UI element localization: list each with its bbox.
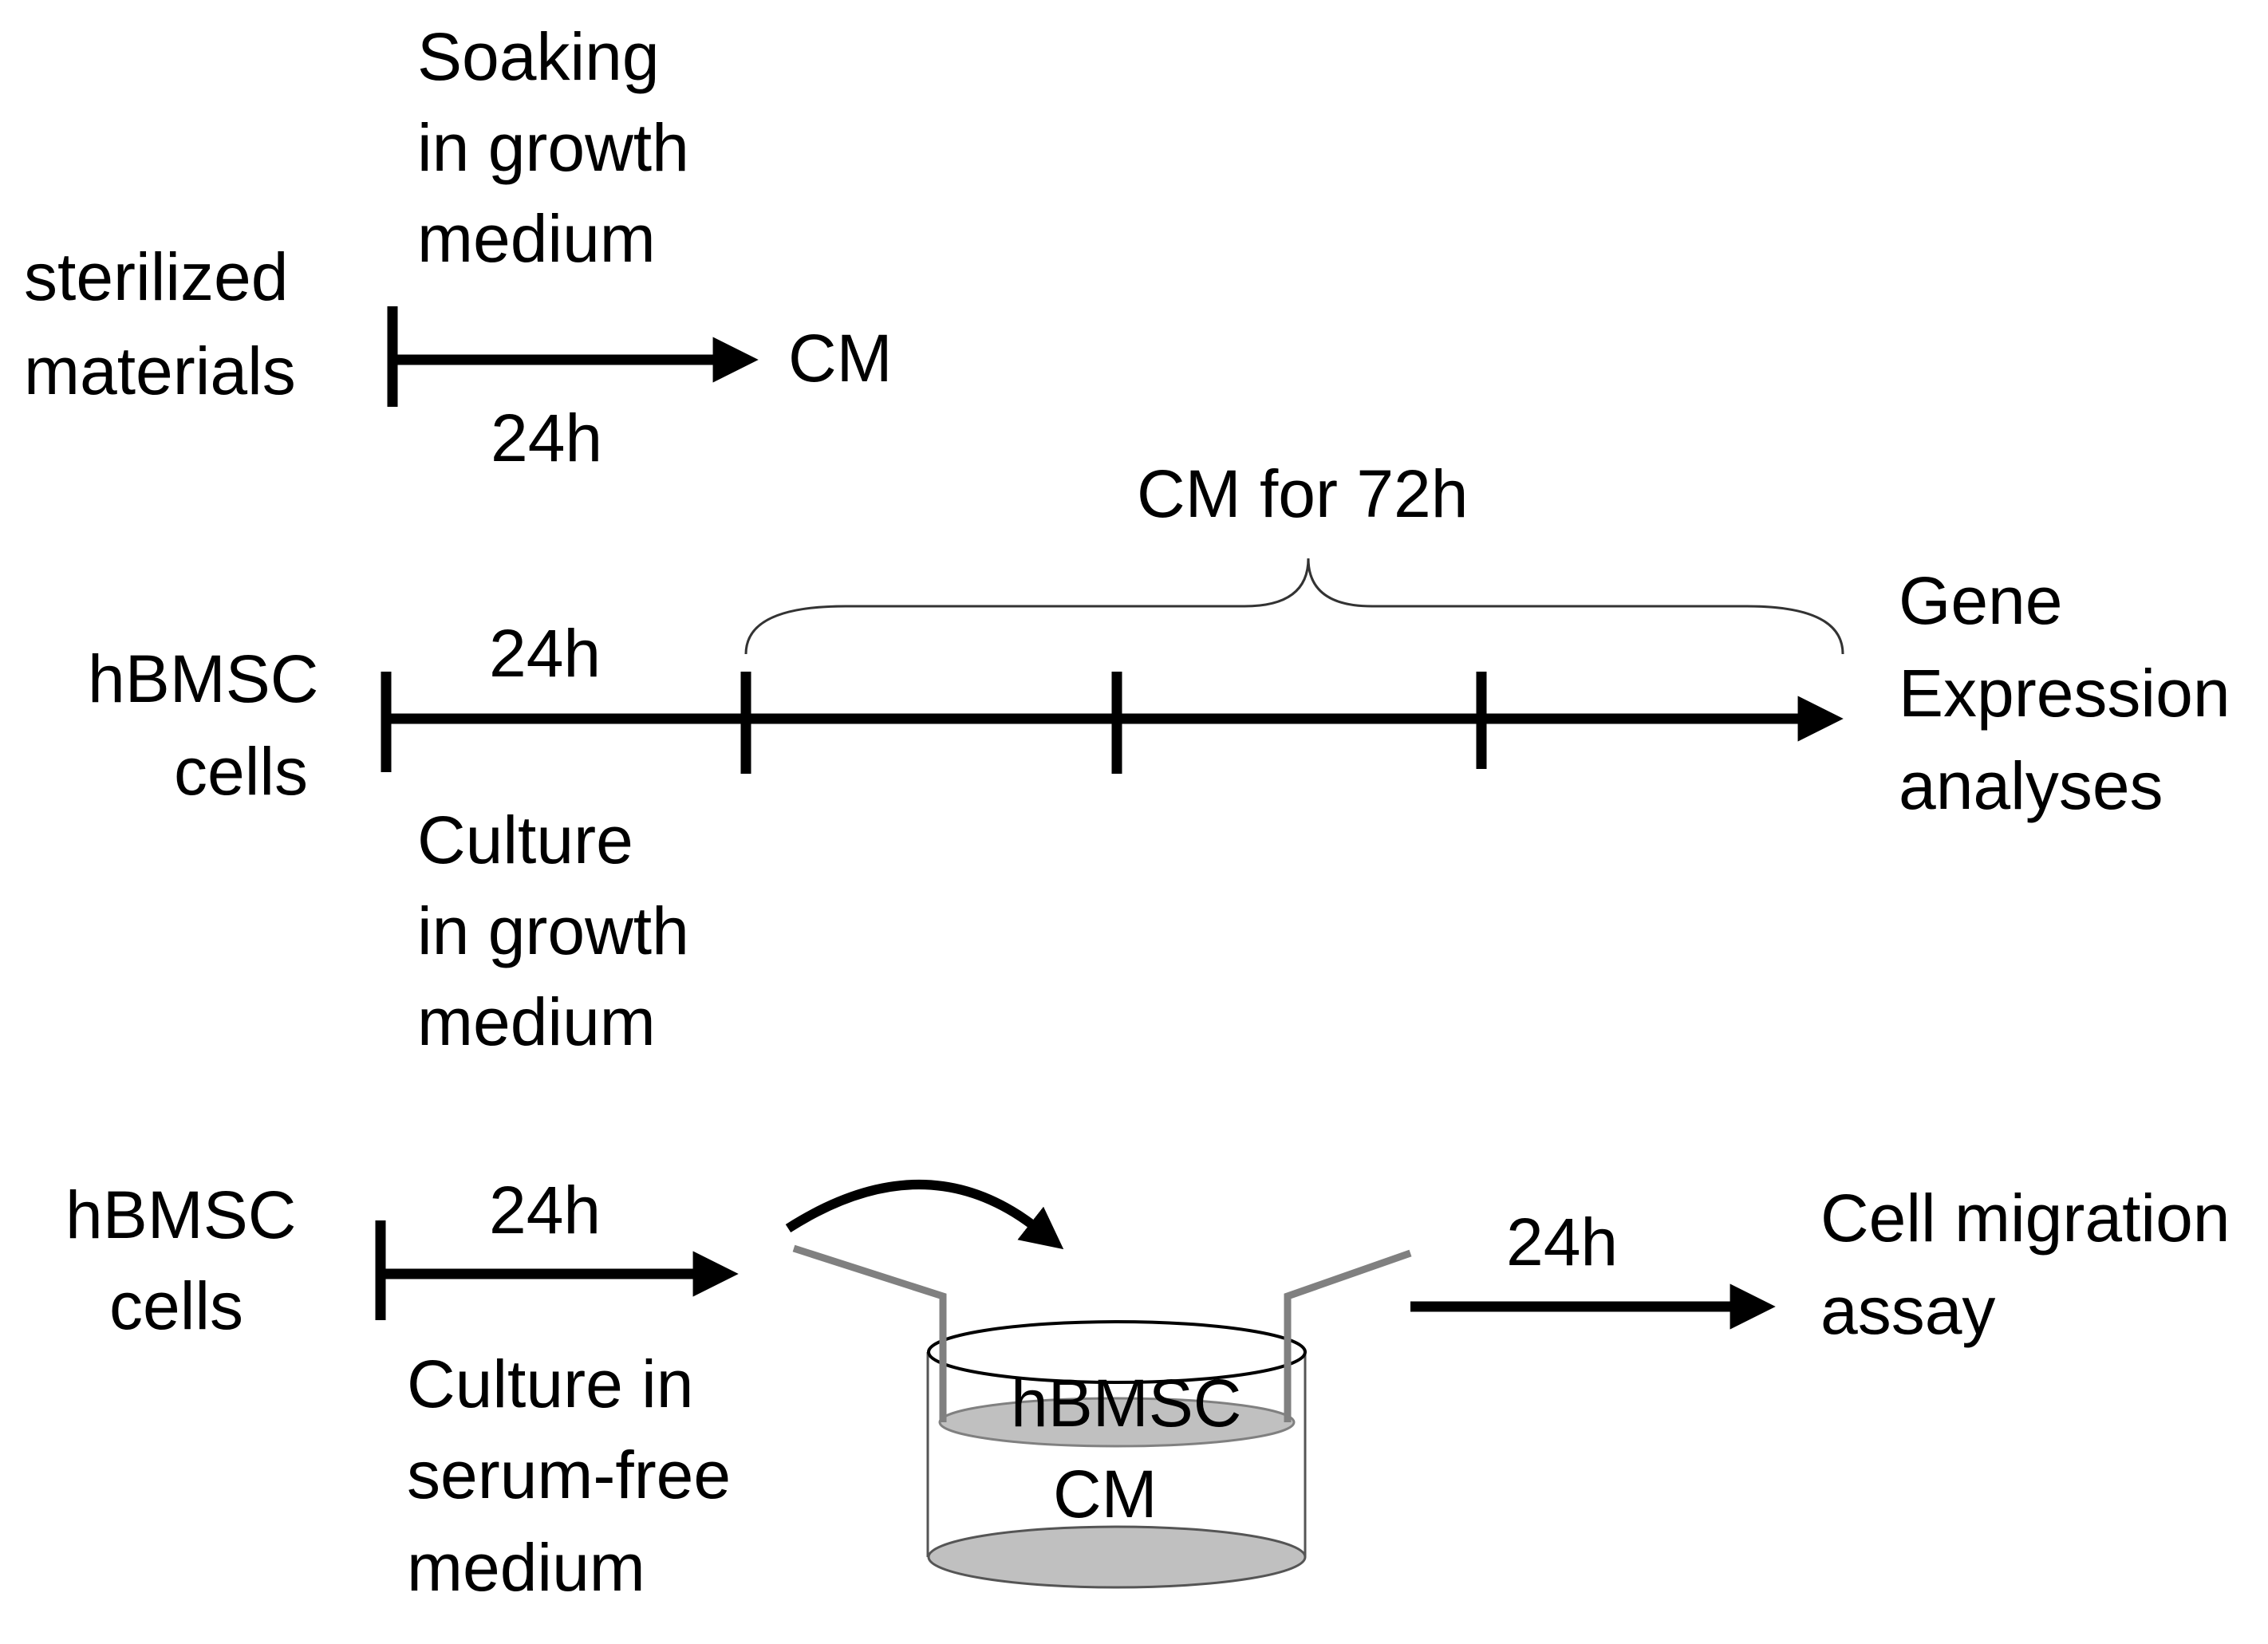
hbmsc-cells-label-line2-s3: cells — [109, 1268, 243, 1343]
section-cell-migration: hBMSC cells 24h Culture in serum-free me… — [65, 1173, 2231, 1605]
gene-expression-label-line3: analyses — [1899, 748, 2163, 823]
cm-output-label: CM — [788, 321, 893, 396]
serum-free-duration-label: 24h — [489, 1173, 601, 1248]
culture-growth-label-line3: medium — [417, 984, 656, 1059]
well-label-line2: CM — [1053, 1457, 1158, 1532]
migration-duration-label: 24h — [1506, 1204, 1618, 1279]
well-rim — [927, 1320, 1307, 1384]
hbmsc-cells-label-line1: hBMSC — [88, 641, 318, 716]
cell-migration-label-line2: assay — [1820, 1273, 1995, 1348]
gene-expression-label-line1: Gene — [1899, 563, 2063, 638]
culture-growth-label-line1: Culture — [417, 802, 633, 877]
cm-72h-brace — [744, 558, 1844, 655]
sterilized-materials-label-line2: materials — [24, 333, 296, 408]
culture-serum-free-label-line3: medium — [407, 1530, 645, 1605]
sterilized-materials-label-line1: sterilized — [24, 239, 288, 314]
culture-serum-free-label-line1: Culture in — [407, 1346, 694, 1421]
culture-serum-free-label-line2: serum-free — [407, 1437, 731, 1512]
hbmsc-cells-label-line2: cells — [174, 734, 308, 809]
insert-right-hanger — [1284, 1249, 1412, 1422]
insert-left-hanger — [792, 1244, 947, 1422]
soaking-label-line1: Soaking — [417, 19, 660, 94]
soaking-label-line3: medium — [417, 201, 656, 276]
section-conditioned-medium-preparation: Soaking in growth medium sterilized mate… — [24, 19, 893, 475]
soaking-label-line2: in growth — [417, 110, 689, 185]
well-label-line1: hBMSC — [1011, 1366, 1241, 1441]
well-bottom-medium — [927, 1525, 1307, 1589]
hbmsc-cells-label-line1-s3: hBMSC — [65, 1177, 296, 1252]
soaking-duration-label: 24h — [491, 400, 602, 475]
transfer-curved-arrow — [785, 1180, 1064, 1250]
culture-growth-label-line2: in growth — [417, 893, 689, 968]
gene-expression-label-line2: Expression — [1899, 656, 2231, 731]
transwell-well-illustration: hBMSC CM — [792, 1244, 1412, 1589]
cm-72h-bracket-label: CM for 72h — [1137, 456, 1469, 531]
section-gene-expression: CM for 72h 24h hBMSC cells Gene Expressi… — [88, 456, 2231, 1059]
cell-migration-label-line1: Cell migration — [1820, 1181, 2231, 1256]
culture-duration-label: 24h — [489, 616, 601, 691]
